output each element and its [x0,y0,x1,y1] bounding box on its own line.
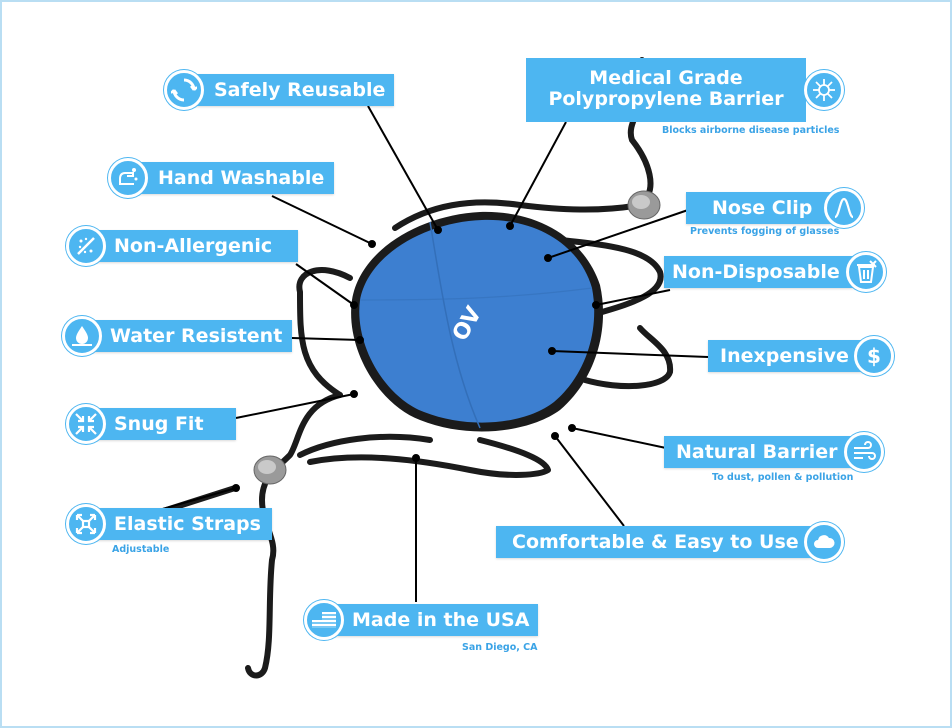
washing-hands-icon [108,158,148,198]
label-medical-grade: Medical Grade Polypropylene Barrier [526,58,848,122]
strap-adjuster-lower [253,455,287,485]
label-comfortable: Comfortable & Easy to Use [496,522,844,562]
label-title: Water Resistent [110,325,283,347]
no-trash-icon [846,252,886,292]
label-subtitle: Adjustable [112,544,170,555]
virus-icon [804,70,844,110]
label-elastic-straps: Elastic Straps [66,504,272,544]
label-title: Safely Reusable [214,79,386,101]
svg-text:$: $ [867,344,881,368]
stretch-arrows-icon [66,504,106,544]
no-allergen-icon [66,226,106,266]
label-safely-reusable: Safely Reusable [164,70,394,110]
label-title: Elastic Straps [114,513,261,535]
label-non-allergenic: Non-Allergenic [66,226,298,266]
label-title: Snug Fit [114,413,204,435]
label-snug-fit: Snug Fit [66,404,236,444]
label-inexpensive: Inexpensive $ [708,336,894,376]
label-water-resistent: Water Resistent [62,316,292,356]
label-title: Non-Disposable [672,261,840,283]
label-title: Hand Washable [158,167,325,189]
label-subtitle: Blocks airborne disease particles [662,125,840,136]
recycle-icon [164,70,204,110]
label-title: Non-Allergenic [114,235,273,257]
leader-lines [151,105,709,602]
label-subtitle: To dust, pollen & pollution [712,472,854,483]
label-title: Inexpensive [720,345,849,367]
label-hand-washable: Hand Washable [108,158,334,198]
label-non-disposable: Non-Disposable [664,252,886,292]
label-title: Nose Clip [712,197,813,219]
label-subtitle: San Diego, CA [462,642,538,653]
label-title-line2: Polypropylene Barrier [548,88,784,110]
label-natural-barrier: Natural Barrier [664,432,886,472]
label-title: Made in the USA [352,609,530,631]
label-title: Comfortable & Easy to Use [512,531,799,553]
cloud-icon [804,522,844,562]
label-made-in-usa: Made in the USA [304,600,538,640]
face-mask: OV [351,211,604,432]
water-drop-icon [62,316,102,356]
nose-icon [824,188,864,228]
strap-adjuster-upper [627,190,661,220]
compress-arrows-icon [66,404,106,444]
label-nose-clip: Nose Clip [686,188,864,228]
dollar-icon: $ [854,336,894,376]
label-title: Natural Barrier [676,441,838,463]
label-title-line1: Medical Grade [589,67,743,89]
label-subtitle: Prevents fogging of glasses [690,226,840,237]
us-flag-icon [304,600,344,640]
wind-icon [844,432,884,472]
